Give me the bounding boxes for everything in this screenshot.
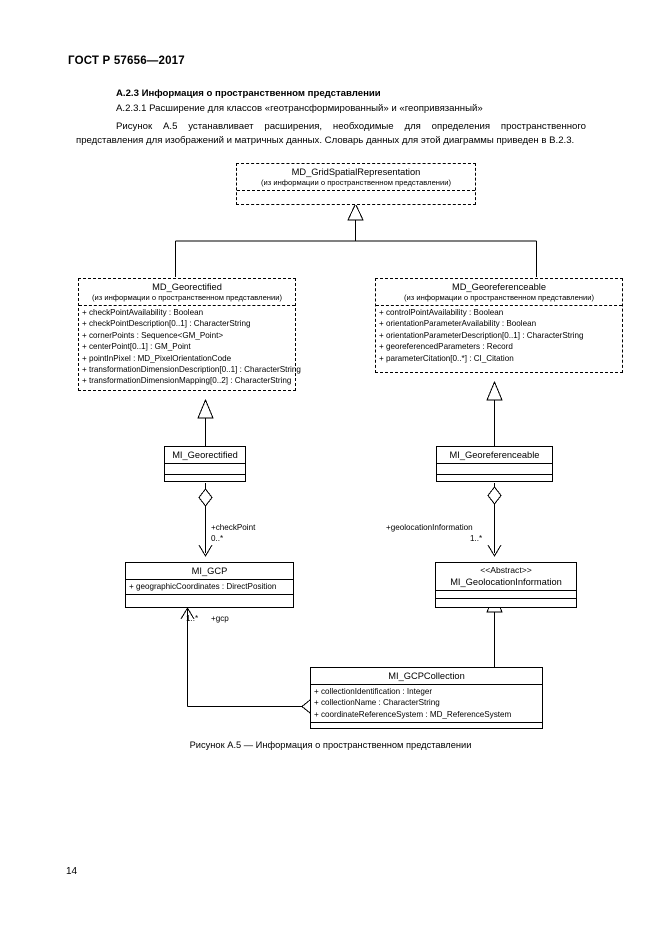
class-attribute: + cornerPoints : Sequence<GM_Point> xyxy=(82,330,224,340)
class-attribute: + centerPoint[0..1] : GM_Point xyxy=(82,342,191,352)
class-attributes-compartment: + geographicCoordinates : DirectPosition xyxy=(126,579,293,594)
class-attribute: + controlPointAvailability : Boolean xyxy=(379,308,504,317)
class-header: MD_GridSpatialRepresentation (из информа… xyxy=(237,164,475,190)
class-package: (из информации о пространственном предст… xyxy=(260,178,452,187)
class-operations-compartment xyxy=(126,594,293,605)
class-attribute: + transformationDimensionDescription[0..… xyxy=(82,365,301,375)
class-header: MD_Georectified (из информации о простра… xyxy=(79,279,295,305)
class-attribute: + orientationParameterAvailability : Boo… xyxy=(379,319,537,329)
class-header: MI_Georectified xyxy=(165,447,245,463)
class-header: MD_Georeferenceable (из информации о про… xyxy=(376,279,622,305)
uml-class-mi-georectified[interactable]: MI_Georectified xyxy=(164,446,246,482)
class-attribute: + geographicCoordinates : DirectPosition xyxy=(129,582,277,591)
class-operations-compartment xyxy=(165,474,245,485)
class-attributes-compartment: + controlPointAvailability : Boolean + o… xyxy=(376,305,622,366)
class-name: MI_Georeferenceable xyxy=(449,450,540,460)
intro-paragraph: Рисунок А.5 устанавливает расширения, не… xyxy=(76,121,586,146)
uml-class-md-georectified[interactable]: MD_Georectified (из информации о простра… xyxy=(78,278,301,391)
class-operations-compartment xyxy=(437,474,552,485)
page-number: 14 xyxy=(66,866,78,877)
subsection-title: А.2.3.1 Расширение для классов «геотранс… xyxy=(116,103,483,114)
class-attribute: + transformationDimensionMapping[0..2] :… xyxy=(82,376,292,386)
class-header: MI_GCP xyxy=(126,563,293,579)
class-name: MD_Georectified xyxy=(152,282,222,292)
class-attribute: + collectionIdentification : Integer xyxy=(314,687,433,696)
association-label-checkpoint-multiplicity: 0..* xyxy=(211,534,224,543)
class-attribute: + orientationParameterDescription[0..1] … xyxy=(379,330,584,340)
association-label-geolocation-multiplicity: 1..* xyxy=(470,534,483,543)
class-name: MD_Georeferenceable xyxy=(451,282,547,292)
class-attribute: + collectionName : CharacterString xyxy=(314,698,440,708)
class-attribute: + checkPointDescription[0..1] : Characte… xyxy=(82,319,251,329)
class-operations-compartment xyxy=(436,598,576,606)
class-attribute: + georeferencedParameters : Record xyxy=(379,342,513,352)
section-title: А.2.3 Информация о пространственном пред… xyxy=(116,88,381,99)
class-attributes-compartment xyxy=(237,190,475,201)
uml-class-mi-gcp[interactable]: MI_GCP + geographicCoordinates : DirectP… xyxy=(125,562,294,608)
class-attribute: + pointInPixel : MD_PixelOrientationCode xyxy=(82,353,232,363)
class-package: (из информации о пространственном предст… xyxy=(403,293,595,302)
association-label-geolocation-role: +geolocationInformation xyxy=(386,523,473,532)
class-name: MD_GridSpatialRepresentation xyxy=(291,167,421,177)
association-label-gcp-role: +gcp xyxy=(211,614,229,623)
class-header: MI_GCPCollection xyxy=(311,668,542,684)
class-attributes-compartment xyxy=(436,590,576,598)
class-attribute: + checkPointAvailability : Boolean xyxy=(82,308,204,317)
class-attributes-compartment xyxy=(437,463,552,474)
class-attribute: + parameterCitation[0..*] : CI_Citation xyxy=(379,353,514,363)
uml-class-mi-georeferenceable[interactable]: MI_Georeferenceable xyxy=(436,446,553,482)
class-name: MI_GCP xyxy=(191,566,228,576)
figure-caption: Рисунок А.5 — Информация о пространствен… xyxy=(189,740,472,750)
uml-class-mi-gcpcollection[interactable]: MI_GCPCollection + collectionIdentificat… xyxy=(310,667,543,729)
class-name: MI_GCPCollection xyxy=(388,671,465,681)
class-stereotype: <<Abstract>> xyxy=(480,565,532,575)
uml-class-md-gridspatialrepresentation[interactable]: MD_GridSpatialRepresentation (из информа… xyxy=(236,163,476,205)
class-attribute: + coordinateReferenceSystem : MD_Referen… xyxy=(314,709,512,719)
class-header: MI_Georeferenceable xyxy=(437,447,552,463)
class-name: MI_Georectified xyxy=(172,450,238,460)
uml-class-mi-geolocationinformation[interactable]: <<Abstract>> MI_GeolocationInformation xyxy=(435,562,577,608)
class-operations-compartment xyxy=(311,722,542,731)
association-label-gcp-multiplicity: 1..* xyxy=(186,614,199,623)
class-package: (из информации о пространственном предст… xyxy=(91,293,283,302)
uml-class-md-georeferenceable[interactable]: MD_Georeferenceable (из информации о про… xyxy=(375,278,623,373)
class-attributes-compartment xyxy=(165,463,245,474)
association-label-checkpoint-role: +checkPoint xyxy=(211,523,256,532)
class-header: <<Abstract>> MI_GeolocationInformation xyxy=(436,563,576,590)
class-attributes-compartment: + collectionIdentification : Integer + c… xyxy=(311,684,542,722)
standard-header: ГОСТ Р 57656—2017 xyxy=(68,55,185,67)
class-name: MI_GeolocationInformation xyxy=(450,577,562,587)
class-attributes-compartment: + checkPointAvailability : Boolean + che… xyxy=(79,305,301,389)
